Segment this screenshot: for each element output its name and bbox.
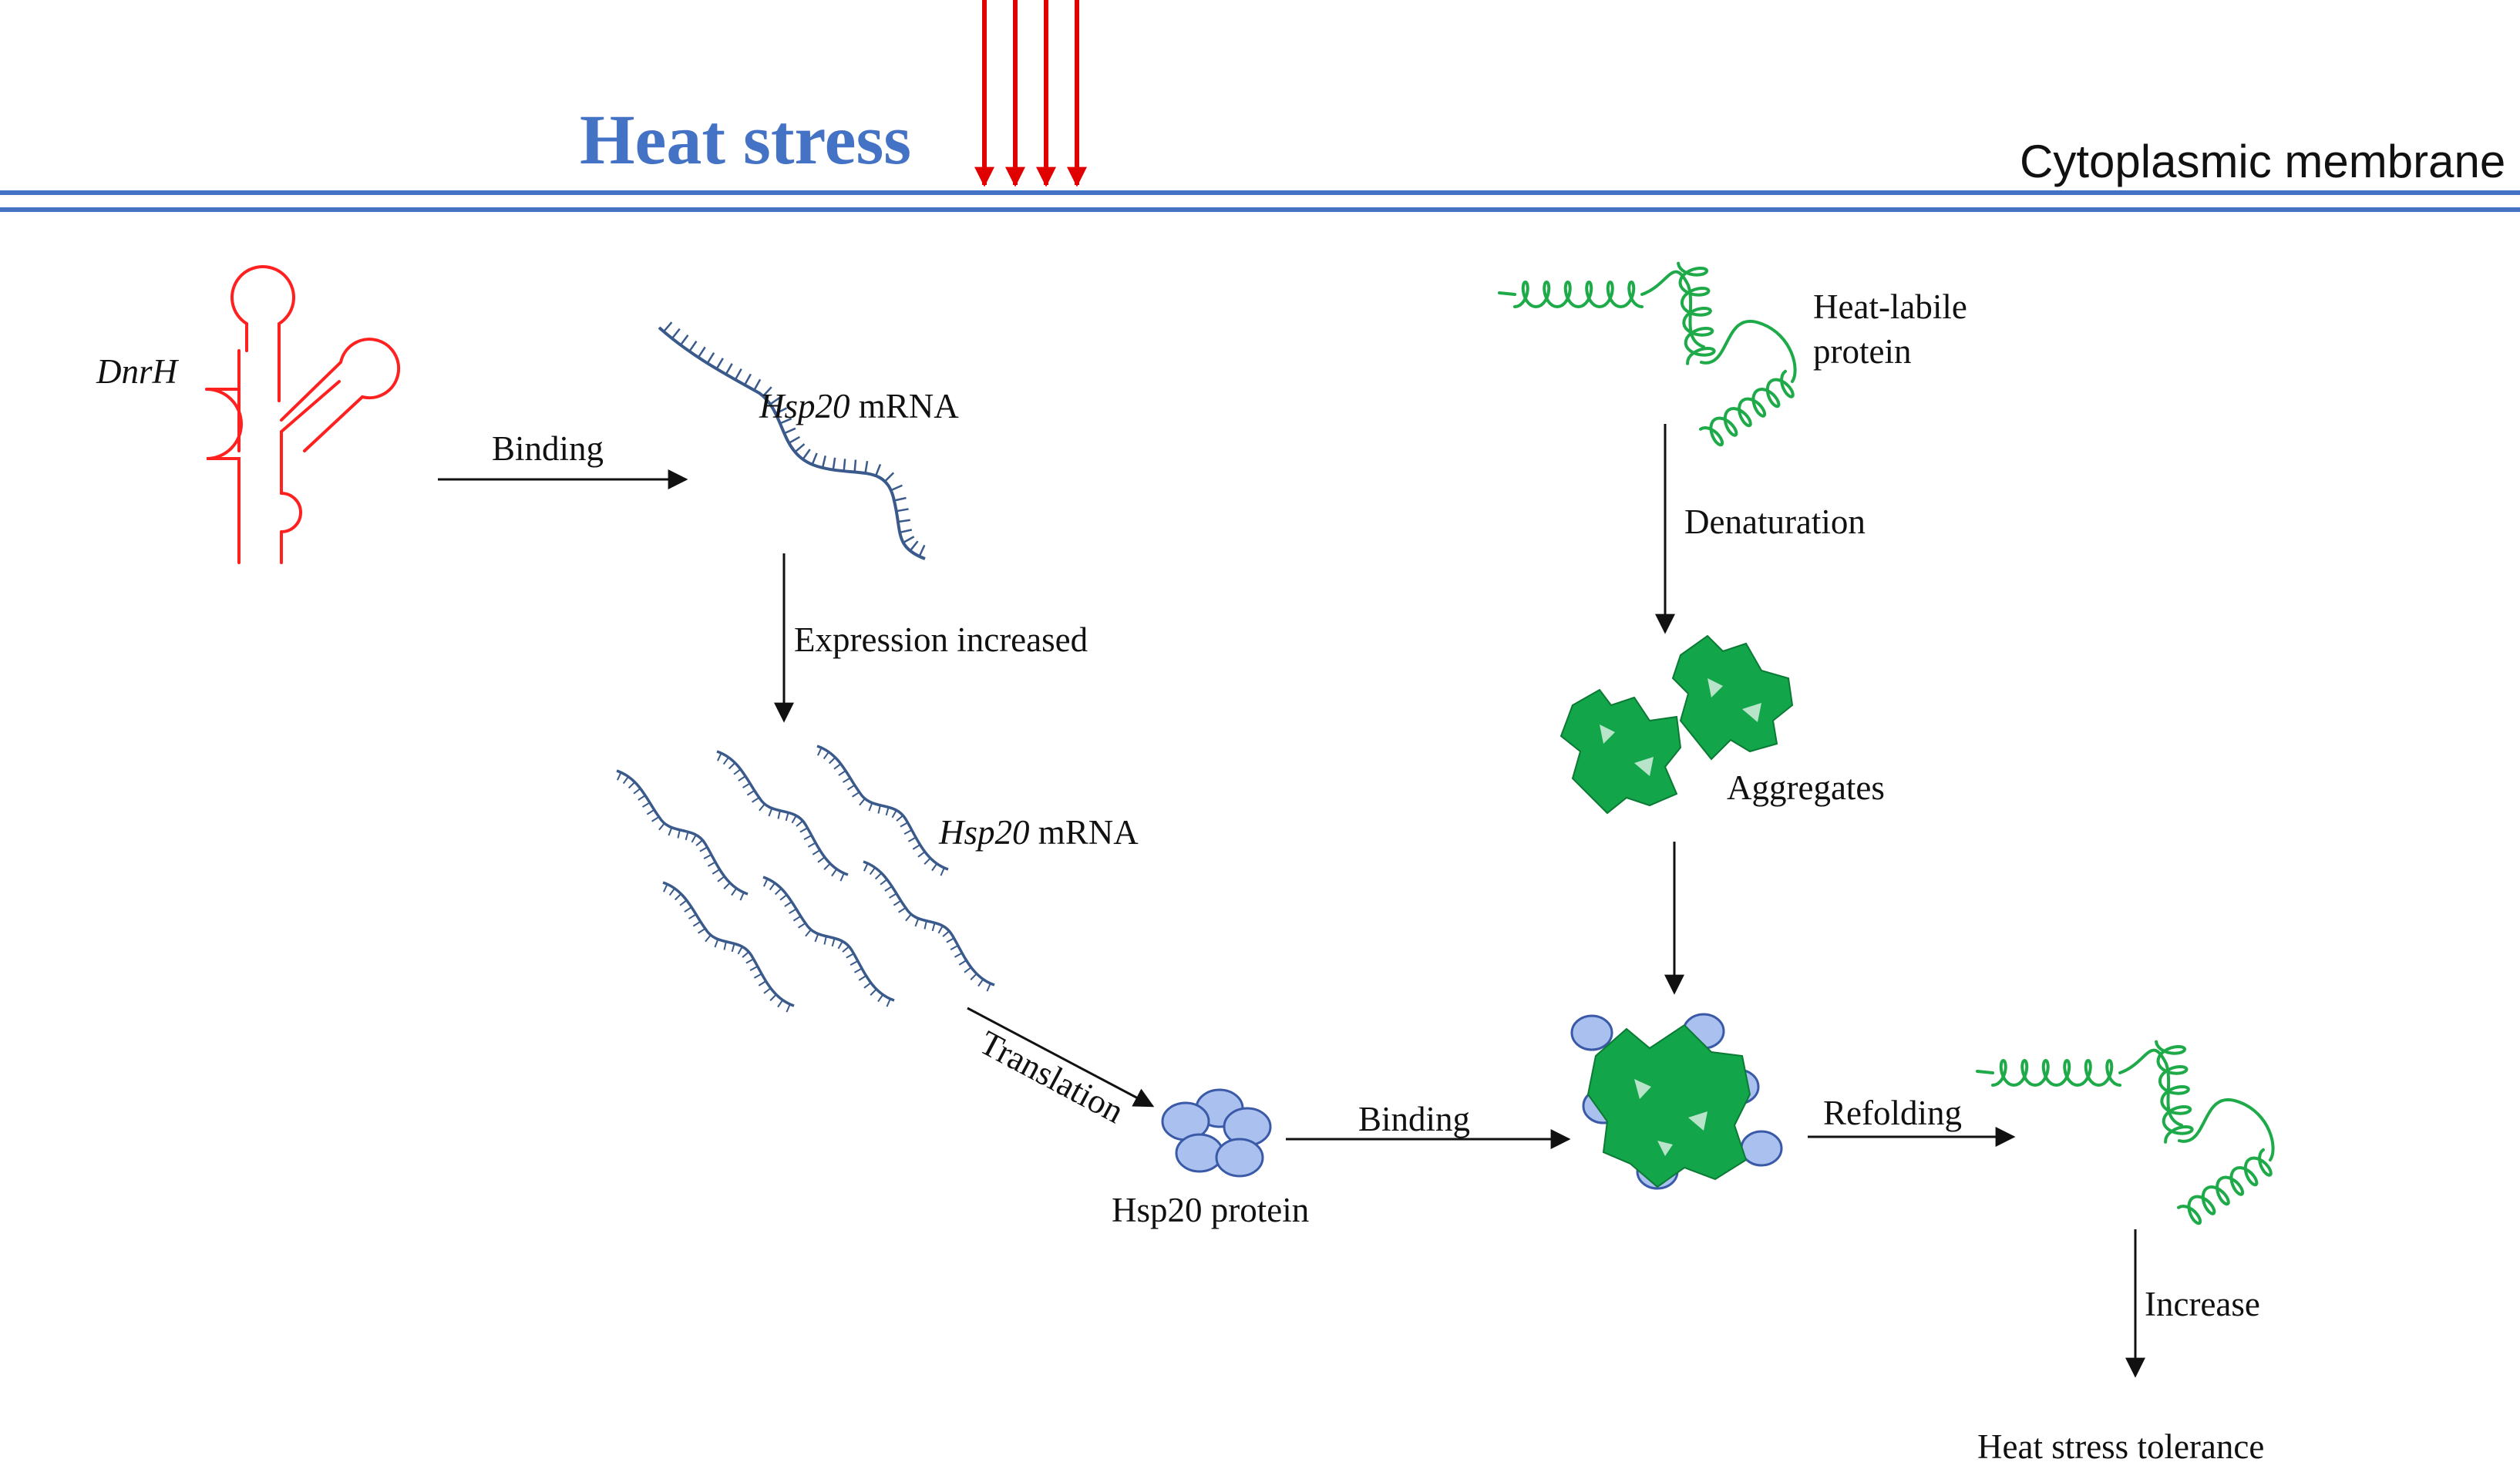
heat-labile-protein-label-line2: protein xyxy=(1813,332,1912,371)
mrna-strand-icon xyxy=(762,876,895,1007)
hsp20-gene-name: Hsp20 xyxy=(939,813,1030,852)
hsp20-mrna-label-1: Hsp20 mRNA xyxy=(759,389,959,424)
expression-increased-label: Expression increased xyxy=(794,620,1088,659)
mrna-strand-icon xyxy=(662,881,795,1013)
hsp20-gene-name: Hsp20 xyxy=(759,387,850,425)
mrna-strands-group xyxy=(616,745,995,1013)
translation-arrow xyxy=(967,1007,1155,1108)
mrna-strand-icon xyxy=(616,769,749,901)
heat-labile-protein-label-line1: Heat-labile xyxy=(1813,287,1967,326)
mrna-strand-icon xyxy=(863,860,995,992)
increase-label: Increase xyxy=(2145,1285,2260,1323)
refolded-protein-icon xyxy=(1976,1040,2275,1225)
diagram-title: Heat stress xyxy=(580,100,912,179)
mrna-strand-icon xyxy=(658,321,926,560)
dnrh-rna-icon xyxy=(205,264,401,564)
mrna-strand-icon xyxy=(816,745,949,876)
binding-label-2: Binding xyxy=(1358,1100,1471,1138)
aggregates-icon xyxy=(1559,634,1794,815)
mrna-text: mRNA xyxy=(1029,813,1139,852)
denaturation-label: Denaturation xyxy=(1684,503,1866,541)
heat-labile-protein-icon xyxy=(1498,261,1797,447)
refolding-label: Refolding xyxy=(1823,1094,1962,1132)
heat-arrows-icon xyxy=(974,0,1087,187)
membrane-label: Cytoplasmic membrane xyxy=(2020,136,2506,187)
cytoplasmic-membrane xyxy=(0,190,2520,212)
hsp20-protein-label: Hsp20 protein xyxy=(1112,1191,1310,1229)
heat-stress-tolerance-label: Heat stress tolerance xyxy=(1977,1427,2265,1466)
hsp20-mrna-label-2: Hsp20 mRNA xyxy=(939,815,1139,850)
binding-label-1: Binding xyxy=(492,429,604,468)
mrna-text: mRNA xyxy=(850,387,959,425)
dnrh-label: DnrH xyxy=(96,352,178,391)
hsp20-protein-icon xyxy=(1161,1088,1272,1178)
aggregates-label: Aggregates xyxy=(1727,768,1885,807)
mrna-strand-icon xyxy=(716,750,849,882)
hsp20-aggregate-complex-icon xyxy=(1570,1013,1783,1190)
